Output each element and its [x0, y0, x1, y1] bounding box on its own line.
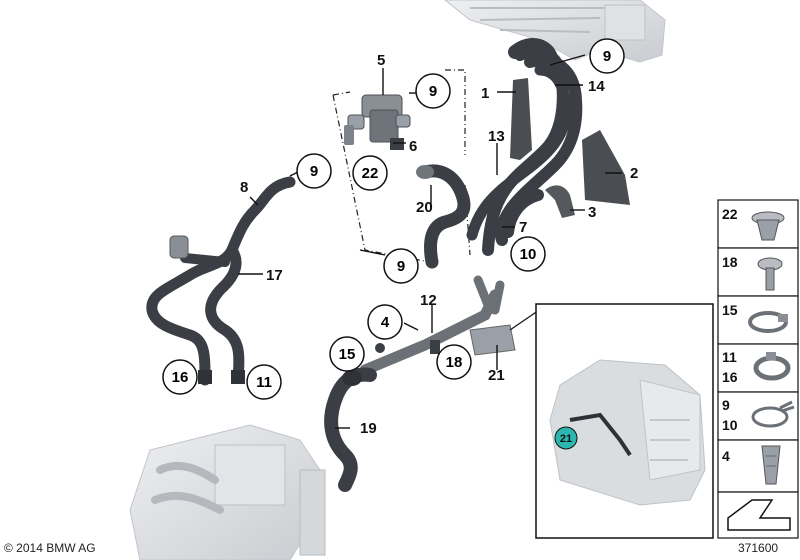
seal-6: [390, 138, 404, 150]
legend-11: 11: [722, 349, 737, 365]
hose-bundle-14: [466, 38, 583, 256]
svg-text:11: 11: [256, 374, 272, 391]
pipe-12: [359, 275, 505, 376]
callout-9-top[interactable]: 9: [589, 38, 625, 74]
svg-text:18: 18: [446, 354, 463, 371]
label-21: 21: [488, 367, 505, 384]
legend-22: 22: [722, 206, 738, 222]
svg-text:15: 15: [339, 346, 356, 363]
copyright-text: © 2014 BMW AG: [4, 541, 96, 555]
pad-21: [469, 324, 516, 356]
svg-text:9: 9: [397, 258, 405, 275]
label-1: 1: [481, 85, 489, 102]
svg-text:16: 16: [172, 369, 189, 386]
part-labels: 5 6 1 14 13 2 3 7 8 20 17 12 21 19: [240, 52, 638, 437]
legend-16: 16: [722, 369, 738, 385]
bracket-2: [582, 130, 630, 205]
svg-text:21: 21: [560, 433, 572, 445]
label-5: 5: [377, 52, 385, 69]
svg-text:9: 9: [310, 163, 318, 180]
push-rivet-icon: [757, 257, 783, 291]
callout-18[interactable]: 18: [436, 344, 472, 380]
detail-inset: 21: [509, 303, 714, 539]
label-7: 7: [519, 219, 527, 236]
clip-nut-icon: [761, 445, 781, 485]
label-19: 19: [360, 420, 377, 437]
legend-9: 9: [722, 397, 730, 413]
svg-text:22: 22: [362, 165, 379, 182]
label-20: 20: [416, 199, 433, 216]
callout-21-detail[interactable]: 21: [554, 426, 578, 450]
hose-8-17: [146, 176, 296, 386]
label-14: 14: [588, 78, 605, 95]
svg-text:10: 10: [520, 246, 537, 263]
callout-9-left[interactable]: 9: [296, 153, 332, 189]
svg-text:4: 4: [381, 314, 390, 331]
legend-4: 4: [722, 448, 730, 464]
label-2: 2: [630, 165, 638, 182]
label-3: 3: [588, 204, 596, 221]
legend-10: 10: [722, 417, 738, 433]
direction-arrow-icon: [727, 499, 791, 531]
callout-9-valve[interactable]: 9: [415, 73, 451, 109]
hardware-legend: 22 18 15 11 16 9 10 4: [717, 199, 799, 539]
callout-10[interactable]: 10: [510, 236, 546, 272]
callout-11[interactable]: 11: [246, 364, 282, 400]
svg-text:9: 9: [429, 83, 437, 100]
leader-lines: [238, 54, 622, 429]
label-12: 12: [420, 292, 437, 309]
hose-20: [416, 164, 471, 269]
label-8: 8: [240, 179, 248, 196]
legend-15: 15: [722, 302, 738, 318]
callout-9-bottom[interactable]: 9: [383, 248, 419, 284]
engine-ghost-bottom: [129, 424, 326, 560]
hose-19: [324, 367, 377, 492]
grommet-icon: [751, 211, 785, 241]
label-13: 13: [488, 128, 505, 145]
callout-22[interactable]: 22: [352, 155, 388, 191]
label-17: 17: [266, 267, 283, 284]
svg-text:9: 9: [603, 48, 611, 65]
valve-5: [344, 94, 411, 145]
clip-3: [545, 185, 575, 218]
callout-15[interactable]: 15: [329, 336, 365, 372]
hose-clamp-icon: [748, 311, 788, 333]
bracket-1: [510, 78, 532, 160]
callouts: 9 9 9 22 9 10 16 11: [162, 38, 625, 400]
spring-clamp-icon: [753, 352, 791, 381]
wire-clamp-icon: [751, 400, 795, 428]
label-6: 6: [409, 138, 417, 155]
valve-assembly-outline: [332, 69, 471, 263]
callout-16[interactable]: 16: [162, 359, 198, 395]
legend-18: 18: [722, 254, 738, 270]
diagram-number: 371600: [738, 541, 779, 555]
callout-4[interactable]: 4: [367, 304, 403, 340]
